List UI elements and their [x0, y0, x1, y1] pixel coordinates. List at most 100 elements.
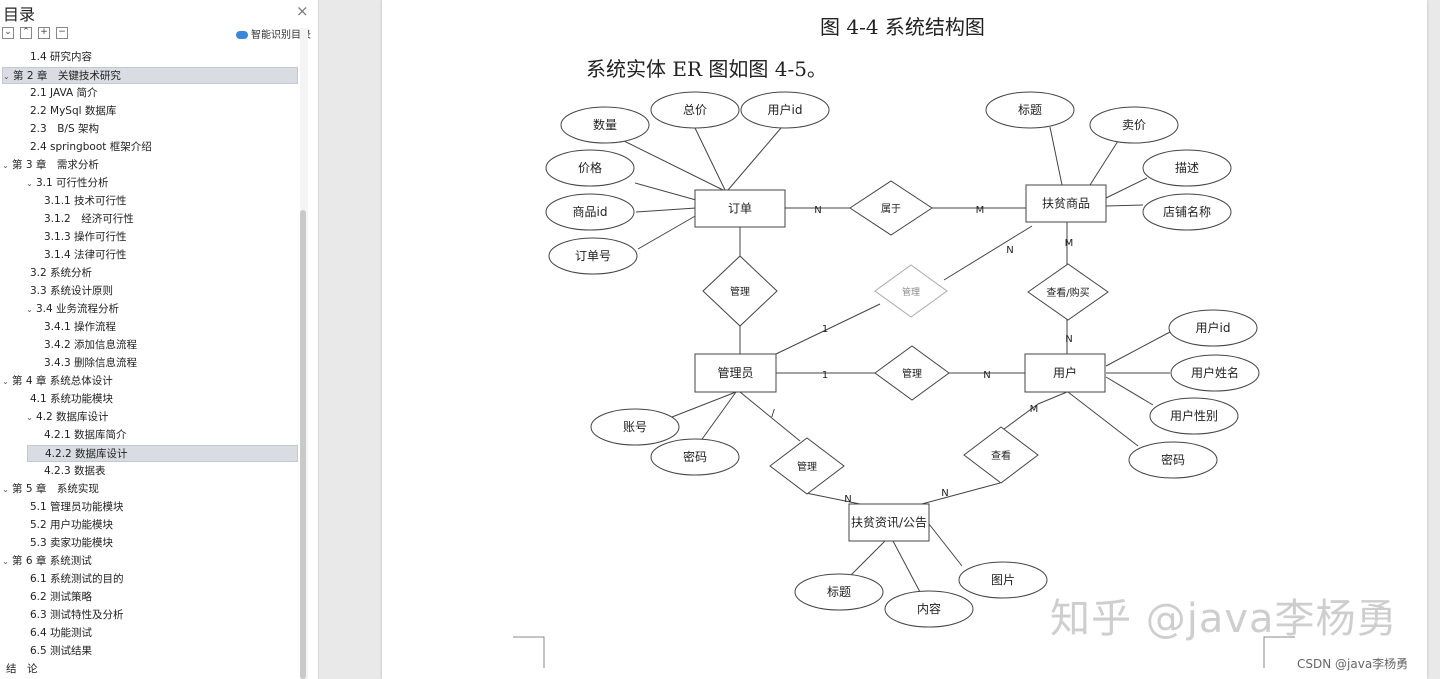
connector-line	[615, 136, 724, 191]
toc-item[interactable]: ⌄4.2 数据库设计	[26, 409, 109, 426]
attribute-label: 描述	[1175, 161, 1199, 175]
toc-item[interactable]: 6.4 功能测试	[30, 625, 92, 642]
toc-item[interactable]: ⌄第 4 章 系统总体设计	[2, 373, 113, 390]
toc-item[interactable]: 3.4.2 添加信息流程	[44, 337, 137, 354]
attribute-ellipse	[1168, 309, 1258, 347]
expand-up-icon[interactable]: ⌃	[20, 27, 32, 39]
toc-item[interactable]: 4.2.2 数据库设计	[27, 445, 298, 462]
entity-box	[694, 189, 786, 228]
toc-item[interactable]: 结 论	[6, 661, 38, 678]
toc-sidebar: 目录 × ⌄ ⌃ + − 智能识别目录 1.4 研究内容 ⌄第 2 章 关键技术研…	[0, 0, 319, 679]
chevron-down-icon[interactable]: ⌄	[2, 377, 9, 386]
cardinality-label: N	[814, 205, 821, 216]
toc-item[interactable]: 1.4 研究内容	[30, 49, 92, 66]
attribute-label: 商品id	[573, 204, 608, 219]
toc-item[interactable]: 3.1.2 经济可行性	[44, 211, 134, 228]
cardinality-label: 1	[822, 370, 828, 381]
footer-credit: CSDN @java李杨勇	[1297, 657, 1409, 671]
chevron-down-icon[interactable]: ⌄	[26, 179, 33, 188]
toc-item[interactable]: ⌄第 5 章 系统实现	[2, 481, 99, 498]
attribute-label: 密码	[683, 449, 707, 464]
connector-line	[849, 540, 886, 577]
toc-item[interactable]: 5.3 卖家功能模块	[30, 535, 113, 552]
attribute-ellipse	[545, 149, 635, 187]
attribute-label: 账号	[623, 420, 647, 434]
cardinality-label: 1	[822, 324, 828, 335]
add-icon[interactable]: +	[38, 27, 50, 39]
attribute-ellipse	[1128, 441, 1218, 479]
chevron-down-icon[interactable]: ⌄	[2, 161, 9, 170]
toc-item[interactable]: 3.1.4 法律可行性	[44, 247, 127, 264]
toc-item[interactable]: 5.2 用户功能模块	[30, 517, 113, 534]
watermark: 知乎 @java李杨勇	[1050, 596, 1398, 642]
chevron-down-icon[interactable]: ⌄	[3, 72, 10, 81]
chevron-down-icon[interactable]: ⌄	[26, 305, 33, 314]
toc-item[interactable]: 3.4.1 操作流程	[44, 319, 116, 336]
cardinality-label: M	[1065, 238, 1074, 249]
collapse-all-icon[interactable]: ⌄	[2, 27, 14, 39]
connector-line	[1089, 140, 1119, 186]
toc-item[interactable]: ⌄第 3 章 需求分析	[2, 157, 99, 174]
connector-line	[1105, 204, 1144, 207]
toc-title: 目录	[3, 5, 36, 24]
toc-item[interactable]: 3.1.1 技术可行性	[44, 193, 127, 210]
connector-line	[999, 403, 1039, 433]
connector-line	[694, 127, 726, 191]
connector-line	[637, 214, 698, 250]
toc-item[interactable]: 6.1 系统测试的目的	[30, 571, 124, 588]
toc-item[interactable]: 3.4.3 删除信息流程	[44, 355, 137, 372]
toc-item[interactable]: 3.1.3 操作可行性	[44, 229, 127, 246]
connector-line	[943, 225, 1033, 281]
toc-item[interactable]: 2.3 B/S 架构	[30, 121, 99, 138]
close-icon[interactable]: ×	[296, 2, 309, 20]
toc-item-label: 6.4 功能测试	[30, 627, 93, 639]
toc-item-label: 3.1.2 经济可行性	[44, 213, 134, 225]
toc-item[interactable]: 3.3 系统设计原则	[30, 283, 113, 300]
toc-item-label: 2.3 B/S 架构	[30, 123, 99, 135]
connector-line	[699, 391, 737, 443]
toc-item[interactable]: 3.2 系统分析	[30, 265, 92, 282]
toc-item[interactable]: ⌄第 2 章 关键技术研究	[2, 67, 298, 84]
entity-label: 扶贫商品	[1042, 196, 1090, 211]
chevron-down-icon[interactable]: ⌄	[26, 413, 33, 422]
toc-item[interactable]: 2.1 JAVA 简介	[30, 85, 98, 102]
toc-item[interactable]: 6.3 测试特性及分析	[30, 607, 124, 624]
entity-box	[1025, 184, 1107, 223]
smart-toc-button[interactable]: 智能识别目录	[236, 26, 311, 41]
smart-toc-label: 智能识别目录	[251, 30, 311, 41]
toc-item[interactable]: 4.2.3 数据表	[44, 463, 106, 480]
toc-item-label: 3.4 业务流程分析	[36, 303, 120, 315]
attribute-label: 店铺名称	[1163, 204, 1211, 219]
toc-item-label: 4.2.1 数据库简介	[44, 429, 127, 441]
relationship-label: 管理	[902, 286, 920, 298]
entity-label: 管理员	[717, 365, 753, 380]
toc-item-label: 3.1.1 技术可行性	[44, 195, 127, 207]
relationship-diamond	[702, 255, 778, 327]
entity-box	[1024, 353, 1106, 393]
toc-item[interactable]: 5.1 管理员功能模块	[30, 499, 124, 516]
toc-item[interactable]: 6.5 测试结果	[30, 643, 92, 660]
toc-item[interactable]: ⌄第 6 章 系统测试	[2, 553, 92, 570]
cardinality-label: M	[976, 205, 985, 216]
entity-label: 扶贫资讯/公告	[851, 515, 927, 530]
toc-item-label: 第 3 章 需求分析	[12, 159, 99, 171]
remove-icon[interactable]: −	[56, 27, 68, 39]
attribute-label: 密码	[1161, 452, 1185, 467]
relationship-diamond	[849, 180, 933, 236]
toc-item-label: 1.4 研究内容	[30, 51, 93, 63]
cardinality-label: /	[771, 408, 775, 419]
toc-item[interactable]: 6.2 测试策略	[30, 589, 92, 606]
attribute-label: 标题	[1018, 103, 1042, 117]
toc-item-label: 2.4 springboot 框架介绍	[30, 141, 152, 153]
toc-item[interactable]: 4.2.1 数据库简介	[44, 427, 127, 444]
toc-item[interactable]: 2.2 MySql 数据库	[30, 103, 116, 120]
toc-item[interactable]: 2.4 springboot 框架介绍	[30, 139, 152, 156]
attribute-label: 图片	[991, 573, 1015, 587]
toc-item[interactable]: 4.1 系统功能模块	[30, 391, 113, 408]
chevron-down-icon[interactable]: ⌄	[2, 557, 9, 566]
chevron-down-icon[interactable]: ⌄	[2, 485, 9, 494]
toc-item-label: 2.2 MySql 数据库	[30, 105, 117, 117]
toc-item[interactable]: ⌄3.1 可行性分析	[26, 175, 109, 192]
toc-item[interactable]: ⌄3.4 业务流程分析	[26, 301, 119, 318]
toc-scrollbar-thumb[interactable]	[300, 210, 306, 679]
